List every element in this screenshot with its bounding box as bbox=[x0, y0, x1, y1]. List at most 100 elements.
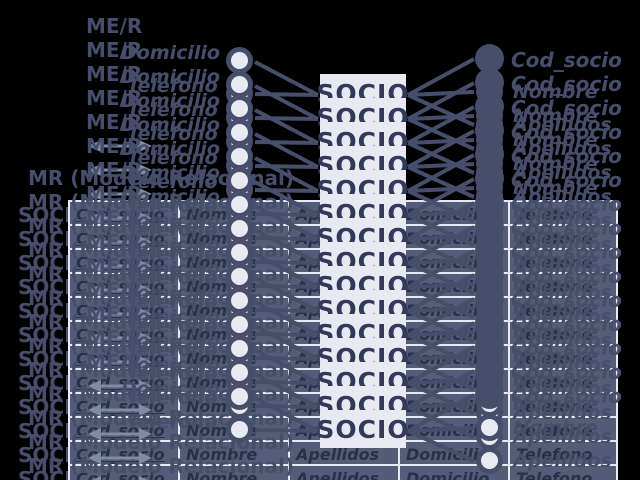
attribute-circle-icon bbox=[476, 318, 503, 345]
entity-socio: SOCIO bbox=[316, 266, 409, 304]
attribute-circle-icon bbox=[226, 95, 253, 122]
attribute-label-apellidos: Apellidos bbox=[513, 306, 612, 328]
attribute-circle-icon bbox=[476, 231, 503, 258]
attribute-circle-icon bbox=[476, 183, 503, 210]
table-caption-socio: SOCIO bbox=[18, 347, 89, 371]
table-column-label: Apellidos bbox=[296, 469, 380, 480]
entity-name-label: SOCIO bbox=[316, 102, 410, 132]
attribute-circle-icon bbox=[476, 246, 503, 273]
table-column-label: Cod_socio bbox=[76, 277, 165, 296]
attribute-circle-icon bbox=[476, 294, 503, 321]
table-column-cell: Nombre bbox=[178, 202, 288, 227]
attribute-label-cod-socio: Cod_socio bbox=[511, 120, 622, 144]
attribute-label-telefono: Telefono bbox=[127, 195, 218, 217]
key-attribute-circle-icon bbox=[475, 284, 504, 313]
transform-double-arrow-icon bbox=[88, 356, 152, 368]
table-column-label: Apellidos bbox=[296, 325, 380, 344]
attribute-circle-icon bbox=[226, 416, 253, 443]
mer-section-label: ME/R bbox=[86, 278, 143, 302]
mr-section-label: MR (Modelo Relacional) bbox=[28, 454, 294, 478]
attribute-label-apellidos: Apellidos bbox=[513, 114, 612, 136]
attribute-label-nombre: Nombre bbox=[513, 105, 598, 127]
table-column-label: Telefono bbox=[516, 229, 593, 248]
attribute-circle-icon bbox=[226, 263, 253, 290]
table-column-cell: Telefono bbox=[508, 250, 618, 275]
table-column-cell: Apellidos bbox=[288, 226, 398, 251]
table-column-cell: Apellidos bbox=[288, 418, 398, 443]
attribute-connector-lines bbox=[88, 177, 475, 272]
entity-name-label: SOCIO bbox=[316, 342, 410, 372]
attribute-circle-icon bbox=[476, 399, 503, 426]
mr-section-label: MR (Modelo Relacional) bbox=[28, 406, 294, 430]
attribute-circle-icon bbox=[476, 174, 503, 201]
mr-section-label: MR (Modelo Relacional) bbox=[28, 310, 294, 334]
key-attribute-circle-icon bbox=[475, 212, 504, 241]
table-caption-socio: SOCIO bbox=[18, 443, 89, 467]
attribute-label-apellidos: Apellidos bbox=[513, 282, 612, 304]
table-column-label: Cod_socio bbox=[76, 373, 165, 392]
table-column-label: Apellidos bbox=[296, 229, 380, 248]
key-attribute-circle-icon bbox=[475, 44, 504, 73]
table-column-label: Nombre bbox=[186, 325, 258, 344]
key-attribute-circle-icon bbox=[475, 92, 504, 121]
attribute-label-cod-socio: Cod_socio bbox=[511, 336, 622, 360]
key-attribute-circle-icon bbox=[475, 260, 504, 289]
table-column-label: Telefono bbox=[516, 325, 593, 344]
table-column-label: Telefono bbox=[516, 445, 593, 464]
mr-section-label: MR (Modelo Relacional) bbox=[28, 262, 294, 286]
transform-double-arrow-icon bbox=[92, 476, 148, 480]
mer-section-label: ME/R bbox=[86, 134, 143, 158]
table-caption-socio: SOCIO bbox=[18, 419, 89, 443]
attribute-circle-icon bbox=[226, 176, 253, 203]
table-column-cell: Domicilio bbox=[398, 394, 508, 419]
attribute-label-telefono: Telefono bbox=[127, 75, 218, 97]
table-column-cell: Telefono bbox=[508, 226, 618, 251]
mr-section-label: MR (Modelo Relacional) bbox=[28, 382, 294, 406]
attribute-label-apellidos: Apellidos bbox=[513, 138, 612, 160]
table-column-label: Cod_socio bbox=[76, 205, 165, 224]
attribute-label-apellidos: Apellidos bbox=[513, 402, 612, 424]
mer-section-label: ME/R bbox=[86, 326, 143, 350]
table-column-cell: Apellidos bbox=[288, 298, 398, 323]
attribute-circle-icon bbox=[476, 303, 503, 330]
table-column-cell: Apellidos bbox=[288, 274, 398, 299]
attribute-label-telefono: Telefono bbox=[127, 123, 218, 145]
table-column-label: Nombre bbox=[186, 253, 258, 272]
attribute-connector-lines bbox=[88, 369, 475, 464]
attribute-circle-icon bbox=[226, 335, 253, 362]
mr-section-label: MR (Modelo Relacional) bbox=[28, 358, 294, 382]
table-caption-socio: SOCIO bbox=[18, 323, 89, 347]
table-column-cell: Apellidos bbox=[288, 322, 398, 347]
table-column-cell: Domicilio bbox=[398, 346, 508, 371]
entity-name-label: SOCIO bbox=[316, 270, 410, 300]
attribute-label-domicilio: Domicilio bbox=[121, 378, 220, 400]
attribute-label-cod-socio: Cod_socio bbox=[511, 384, 622, 408]
entity-name-label: SOCIO bbox=[316, 78, 410, 108]
key-attribute-circle-icon bbox=[475, 236, 504, 265]
attribute-label-cod-socio: Cod_socio bbox=[511, 312, 622, 336]
key-attribute-circle-icon bbox=[475, 188, 504, 217]
table-column-label: Apellidos bbox=[296, 421, 380, 440]
attribute-circle-icon bbox=[226, 296, 253, 323]
table-column-cell: Telefono bbox=[508, 322, 618, 347]
attribute-circle-icon bbox=[476, 102, 503, 129]
transform-double-arrow-icon bbox=[88, 452, 152, 464]
key-attribute-circle-icon bbox=[475, 140, 504, 169]
table-caption-socio: SOCIO bbox=[18, 395, 89, 419]
table-column-label: Nombre bbox=[186, 301, 258, 320]
attribute-connector-lines bbox=[88, 249, 475, 344]
table-column-label: Nombre bbox=[186, 277, 258, 296]
entity-name-label: SOCIO bbox=[316, 222, 410, 252]
mer-section-label: ME/R bbox=[86, 14, 143, 38]
attribute-label-nombre: Nombre bbox=[513, 297, 598, 319]
table-column-cell: Telefono bbox=[508, 274, 618, 299]
attribute-circle-icon bbox=[226, 152, 253, 179]
attribute-label-apellidos: Apellidos bbox=[513, 330, 612, 352]
